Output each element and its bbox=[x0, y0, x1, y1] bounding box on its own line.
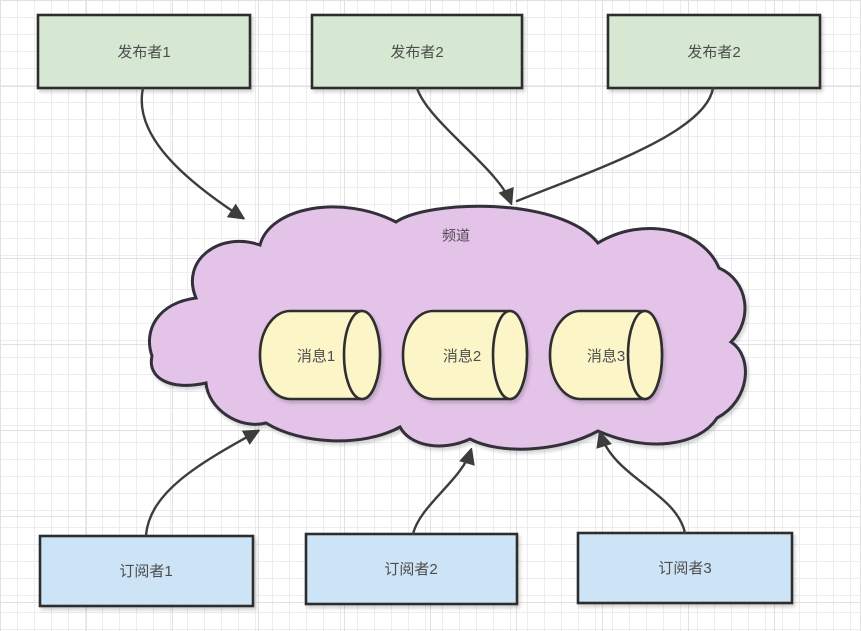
message-cylinder-2: 消息2 bbox=[401, 309, 529, 401]
subscriber-box bbox=[304, 532, 519, 606]
cylinder-cap bbox=[491, 309, 529, 401]
arrow-subscriber1-to-channel bbox=[144, 431, 258, 537]
publisher-node-2: 发布者2 bbox=[310, 13, 524, 90]
arrow-subscriber2-to-channel bbox=[411, 450, 471, 536]
subscriber-node-2: 订阅者2 bbox=[304, 532, 519, 606]
channel-label: 频道 bbox=[442, 228, 470, 244]
arrow-publisher2-to-channel bbox=[415, 86, 511, 203]
arrow-publisher1-to-channel bbox=[140, 86, 243, 218]
message-label: 消息3 bbox=[587, 348, 625, 365]
subscriber-node-3: 订阅者3 bbox=[576, 531, 794, 605]
publisher-box bbox=[310, 13, 524, 90]
publisher-label: 发布者2 bbox=[687, 44, 740, 61]
arrow-subscriber3-to-channel bbox=[600, 433, 687, 535]
cylinder-cap bbox=[626, 309, 664, 401]
publisher-node-1: 发布者1 bbox=[36, 13, 252, 90]
subscriber-label: 订阅者2 bbox=[384, 561, 437, 578]
publisher-label: 发布者2 bbox=[390, 44, 443, 61]
message-label: 消息1 bbox=[297, 348, 335, 365]
subscriber-node-1: 订阅者1 bbox=[38, 534, 255, 608]
publisher-box bbox=[606, 13, 822, 90]
subscriber-label: 订阅者1 bbox=[119, 563, 172, 580]
publisher-label: 发布者1 bbox=[117, 44, 170, 61]
arrow-publisher3-to-channel bbox=[515, 86, 715, 203]
message-cylinder-1: 消息1 bbox=[258, 309, 382, 401]
subscriber-label: 订阅者3 bbox=[658, 560, 711, 577]
publisher-node-3: 发布者2 bbox=[606, 13, 822, 90]
subscriber-box bbox=[38, 534, 255, 608]
message-label: 消息2 bbox=[443, 348, 481, 365]
message-cylinder-3: 消息3 bbox=[548, 309, 664, 401]
cylinder-cap bbox=[342, 309, 382, 401]
